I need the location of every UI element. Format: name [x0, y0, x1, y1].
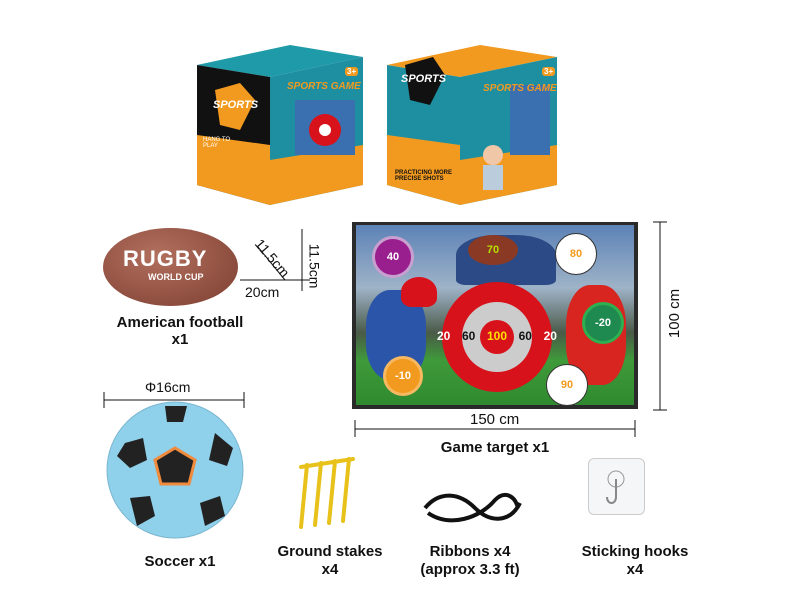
soccer-dim: Φ16cm	[145, 379, 191, 395]
box-1-logo: SPORTS	[213, 99, 259, 111]
american-football-image	[103, 228, 238, 306]
ribbons-label: Ribbons x4	[429, 543, 511, 560]
hooks-label: Sticking hooks	[581, 543, 689, 560]
score-minus20-target[interactable]: -20	[582, 302, 624, 344]
score-minus10-target[interactable]: -10	[383, 356, 423, 396]
ground-stakes-image	[299, 457, 355, 529]
sticking-hook-image	[588, 458, 645, 515]
score-40-target[interactable]: 40	[372, 236, 414, 278]
target-dimension-lines	[354, 221, 667, 437]
score-90-ball[interactable]: 90	[546, 364, 588, 406]
football-print-sub: WORLD CUP	[148, 272, 204, 282]
football-height-dim: 11.5cm	[306, 243, 323, 289]
football-length-dim: 20cm	[245, 284, 280, 300]
score-60-left: 60	[461, 329, 476, 343]
football-print-main: RUGBY	[123, 246, 208, 271]
box-2-logo: SPORTS	[401, 73, 447, 85]
score-70-football[interactable]: 70	[468, 235, 518, 265]
box-2-graphic	[387, 45, 557, 205]
product-box-1: SPORTS SPORTS GAME 3+ HANG TO PLAY	[195, 45, 365, 205]
box-2-side-text: PRACTICING MORE PRECISE SHOTS	[395, 170, 452, 182]
score-100: 100	[486, 329, 507, 343]
soccer-label: Soccer x1	[144, 553, 216, 570]
stakes-label: Ground stakes	[277, 543, 383, 560]
ribbons-image	[423, 492, 522, 523]
football-dimension-lines	[240, 229, 310, 291]
target-bullseye[interactable]	[480, 320, 514, 354]
score-20-right: 20	[543, 329, 557, 343]
target-label: Game target x1	[440, 439, 550, 456]
target-ring-scores: 20 60 100 60 20	[437, 329, 557, 343]
ribbons-qty: (approx 3.3 ft)	[420, 561, 520, 578]
target-height-dim: 100 cm	[666, 288, 684, 339]
stakes-qty: x4	[321, 561, 339, 578]
box-1-side-text: HANG TO PLAY	[203, 137, 231, 149]
hooks-qty: x4	[626, 561, 644, 578]
box-1-title: SPORTS GAME	[287, 81, 361, 92]
target-width-dim: 150 cm	[470, 411, 520, 428]
score-80-ball[interactable]: 80	[555, 233, 597, 275]
product-box-2: SPORTS SPORTS GAME 3+ PRACTICING MORE PR…	[385, 45, 560, 205]
score-20-left: 20	[437, 329, 451, 343]
football-label: American football	[116, 314, 244, 331]
box-2-age: 3+	[542, 67, 556, 76]
soccer-dimension-line	[103, 392, 245, 408]
box-1-age: 3+	[345, 67, 359, 76]
score-60-right: 60	[518, 329, 532, 343]
box-1-graphic	[197, 45, 363, 205]
football-qty: x1	[171, 331, 189, 348]
soccer-ball-image	[106, 401, 244, 539]
box-2-title: SPORTS GAME	[483, 83, 557, 94]
